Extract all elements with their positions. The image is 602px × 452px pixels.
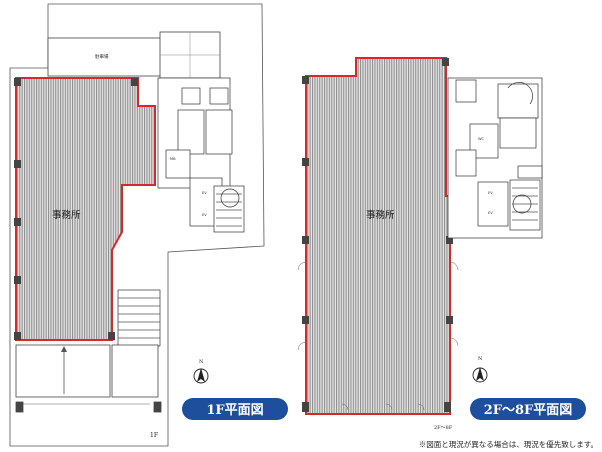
svg-text:MB: MB bbox=[170, 157, 176, 161]
core-small-labels-2f: EV EV WC bbox=[478, 137, 493, 215]
floor-range-tag-2f: 2F～8F bbox=[434, 425, 453, 431]
disclaimer-note: ※図面と現況が異なる場合は、現況を優先致します。 bbox=[419, 439, 598, 449]
office-label-1f: 事務所 bbox=[52, 209, 81, 221]
parking-label: 駐車場 bbox=[95, 53, 109, 60]
svg-text:EV: EV bbox=[488, 211, 493, 215]
svg-text:N: N bbox=[199, 359, 204, 365]
office-floor-1f bbox=[15, 77, 156, 341]
stair-1f bbox=[117, 289, 161, 347]
columns-1f bbox=[14, 78, 138, 340]
door-swings-2f bbox=[297, 261, 459, 411]
title-badge-1f: 1F平面図 bbox=[182, 398, 288, 420]
plan-title-1f: 1F平面図 bbox=[206, 403, 263, 418]
svg-text:EV: EV bbox=[202, 191, 207, 195]
office-label-2f: 事務所 bbox=[366, 209, 395, 221]
floor-tag-1f: 1F bbox=[150, 432, 158, 439]
columns-2f bbox=[302, 58, 453, 412]
svg-text:N: N bbox=[478, 356, 483, 362]
lower-lot-1f bbox=[15, 344, 162, 413]
core-2f bbox=[447, 77, 543, 239]
core-1f bbox=[157, 77, 245, 233]
plan-1f: 駐車場 bbox=[9, 3, 288, 447]
office-floor-2f bbox=[305, 57, 451, 415]
north-arrow-2f: N bbox=[472, 356, 488, 383]
plan-title-2f: 2F～8F平面図 bbox=[484, 403, 573, 418]
plan-2f-8f: EV EV WC 事務所 2F～8F N 2F～8F平面図 bbox=[297, 57, 586, 431]
parking-area: 駐車場 bbox=[47, 31, 221, 79]
title-badge-2f: 2F～8F平面図 bbox=[470, 398, 586, 420]
north-arrow-1f: N bbox=[193, 359, 209, 384]
svg-text:WC: WC bbox=[478, 137, 485, 141]
svg-text:EV: EV bbox=[488, 191, 493, 195]
core-small-labels-1f: EV EV MB bbox=[170, 157, 207, 217]
svg-text:EV: EV bbox=[202, 213, 207, 217]
site-boundary-1f bbox=[9, 3, 265, 447]
